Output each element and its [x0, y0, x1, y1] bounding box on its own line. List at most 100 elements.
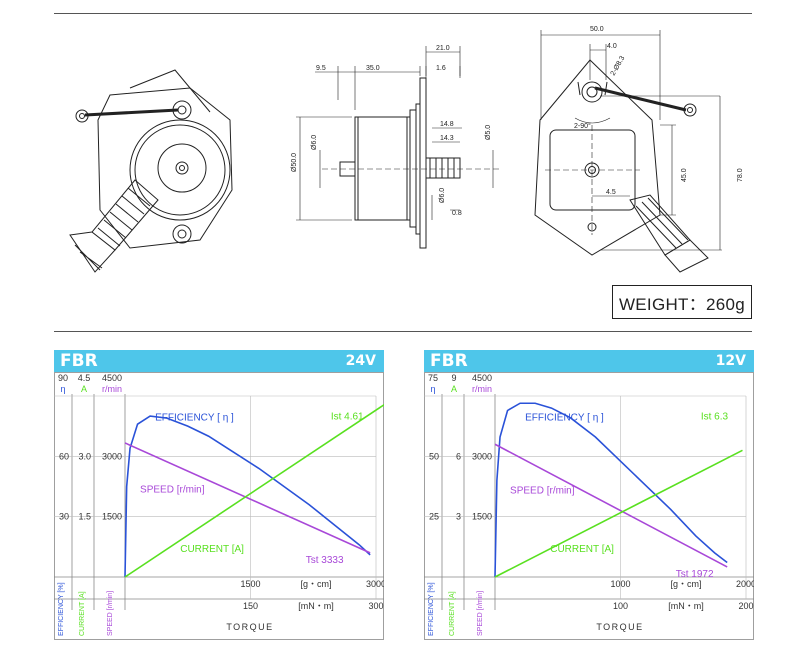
current-axis-unit: A — [451, 384, 457, 394]
efficiency-tick: 25 — [429, 512, 439, 522]
current-tick: 9 — [451, 373, 456, 383]
dimension-label: 14.3 — [440, 135, 454, 142]
speed-series-line — [494, 443, 728, 568]
axis-title: CURRENT [A] — [79, 591, 86, 636]
speed-tick: 1500 — [102, 512, 122, 522]
x-tick-gcm: 1500 — [240, 579, 260, 589]
dimension-label: 2-Ø8.3 — [610, 55, 627, 77]
x-tick-mnm: 100 — [613, 601, 628, 611]
x-tick-mnm: 200 — [738, 601, 753, 611]
axis-title: CURRENT [A] — [449, 591, 456, 636]
current-series-label: CURRENT [A] — [550, 544, 614, 555]
side-view-drawing — [296, 46, 500, 249]
middle-rule — [54, 331, 752, 332]
current-tick: 6 — [456, 451, 461, 461]
speed-tick: 1500 — [472, 512, 492, 522]
current-tick: 3.0 — [78, 451, 91, 461]
voltage-label: 24V — [345, 353, 376, 369]
dimension-label: 1.6 — [436, 65, 446, 72]
chart-header: FBR 12V — [424, 350, 754, 372]
dimension-label: 0.8 — [452, 210, 462, 217]
speed-series-label: SPEED [r/min] — [140, 485, 205, 496]
efficiency-axis-unit: η — [60, 384, 65, 394]
dimension-label: 78.0 — [737, 168, 744, 182]
x-unit-mnm: [mN・m] — [298, 601, 334, 611]
axis-title: EFFICIENCY [%] — [58, 582, 65, 636]
model-name: FBR — [60, 351, 98, 371]
speed-series-label: SPEED [r/min] — [510, 485, 575, 496]
voltage-label: 12V — [715, 353, 746, 369]
x-tick-gcm: 2000 — [736, 579, 754, 589]
dimension-label: 35.0 — [366, 65, 380, 72]
speed-axis-unit: r/min — [102, 384, 122, 394]
current-tick: 4.5 — [78, 373, 91, 383]
current-series-label: CURRENT [A] — [180, 544, 244, 555]
rear-dimension-labels: 50.0 4.0 2-Ø8.3 2-90° 45.0 78.0 4.5 — [574, 26, 744, 196]
axis-title: SPEED [r/min] — [107, 591, 114, 636]
speed-tick: 4500 — [472, 373, 492, 383]
chart-header: FBR 24V — [54, 350, 384, 372]
current-tick: 1.5 — [78, 512, 91, 522]
x-unit-gcm: [g・cm] — [300, 579, 331, 589]
x-tick-mnm: 150 — [243, 601, 258, 611]
axis-title: SPEED [r/min] — [477, 591, 484, 636]
weight-label: WEIGHT：260g — [612, 285, 752, 319]
x-tick-gcm: 1000 — [610, 579, 630, 589]
dimension-label: Ø6.0 — [311, 135, 318, 150]
efficiency-series-label: EFFICIENCY [ η ] — [525, 413, 604, 424]
current-series-line — [494, 449, 743, 578]
efficiency-axis-unit: η — [430, 384, 435, 394]
current-series-line — [124, 403, 384, 578]
dimension-label: 9.5 — [316, 65, 326, 72]
speed-tick: 3000 — [102, 451, 122, 461]
efficiency-tick: 75 — [428, 373, 438, 383]
current-axis-unit: A — [81, 384, 87, 394]
dimension-label: 21.0 — [436, 45, 450, 52]
efficiency-tick: 30 — [59, 512, 69, 522]
x-axis-title: TORQUE — [226, 622, 273, 632]
dimension-label: 2-90° — [574, 122, 591, 130]
dimension-label: Ø5.0 — [485, 125, 492, 140]
efficiency-tick: 60 — [59, 451, 69, 461]
x-axis-title: TORQUE — [596, 622, 643, 632]
dimension-label: Ø50.0 — [291, 153, 298, 172]
current-annotation: Ist 6.3 — [701, 412, 729, 423]
current-annotation: Ist 4.61 — [331, 412, 364, 423]
dimension-label: 50.0 — [590, 26, 604, 33]
speed-tick: 3000 — [472, 451, 492, 461]
efficiency-series-line — [494, 402, 728, 578]
efficiency-series-label: EFFICIENCY [ η ] — [155, 413, 234, 424]
speed-annotation: Tst 3333 — [306, 555, 344, 566]
x-unit-mnm: [mN・m] — [668, 601, 704, 611]
speed-series-line — [124, 442, 371, 554]
dimension-label: Ø6.0 — [439, 188, 446, 203]
dimension-label: 14.8 — [440, 121, 454, 128]
dimension-label: 4.5 — [606, 189, 616, 196]
axis-title: EFFICIENCY [%] — [428, 582, 435, 636]
rear-view-drawing — [534, 30, 722, 273]
x-tick-mnm: 300 — [368, 601, 383, 611]
efficiency-tick: 50 — [429, 451, 439, 461]
dimension-label: 4.0 — [607, 43, 617, 50]
x-tick-gcm: 3000 — [366, 579, 384, 589]
dimension-label: 45.0 — [681, 168, 688, 182]
front-view-drawing — [69, 69, 233, 273]
efficiency-tick: 90 — [58, 373, 68, 383]
efficiency-series-line — [124, 415, 371, 578]
speed-axis-unit: r/min — [472, 384, 492, 394]
chart-border — [424, 372, 754, 640]
x-unit-gcm: [g・cm] — [670, 579, 701, 589]
chart-border — [54, 372, 384, 640]
speed-annotation: Tst 1972 — [676, 569, 714, 580]
speed-tick: 4500 — [102, 373, 122, 383]
current-tick: 3 — [456, 512, 461, 522]
top-rule — [54, 13, 752, 14]
model-name: FBR — [430, 351, 468, 371]
